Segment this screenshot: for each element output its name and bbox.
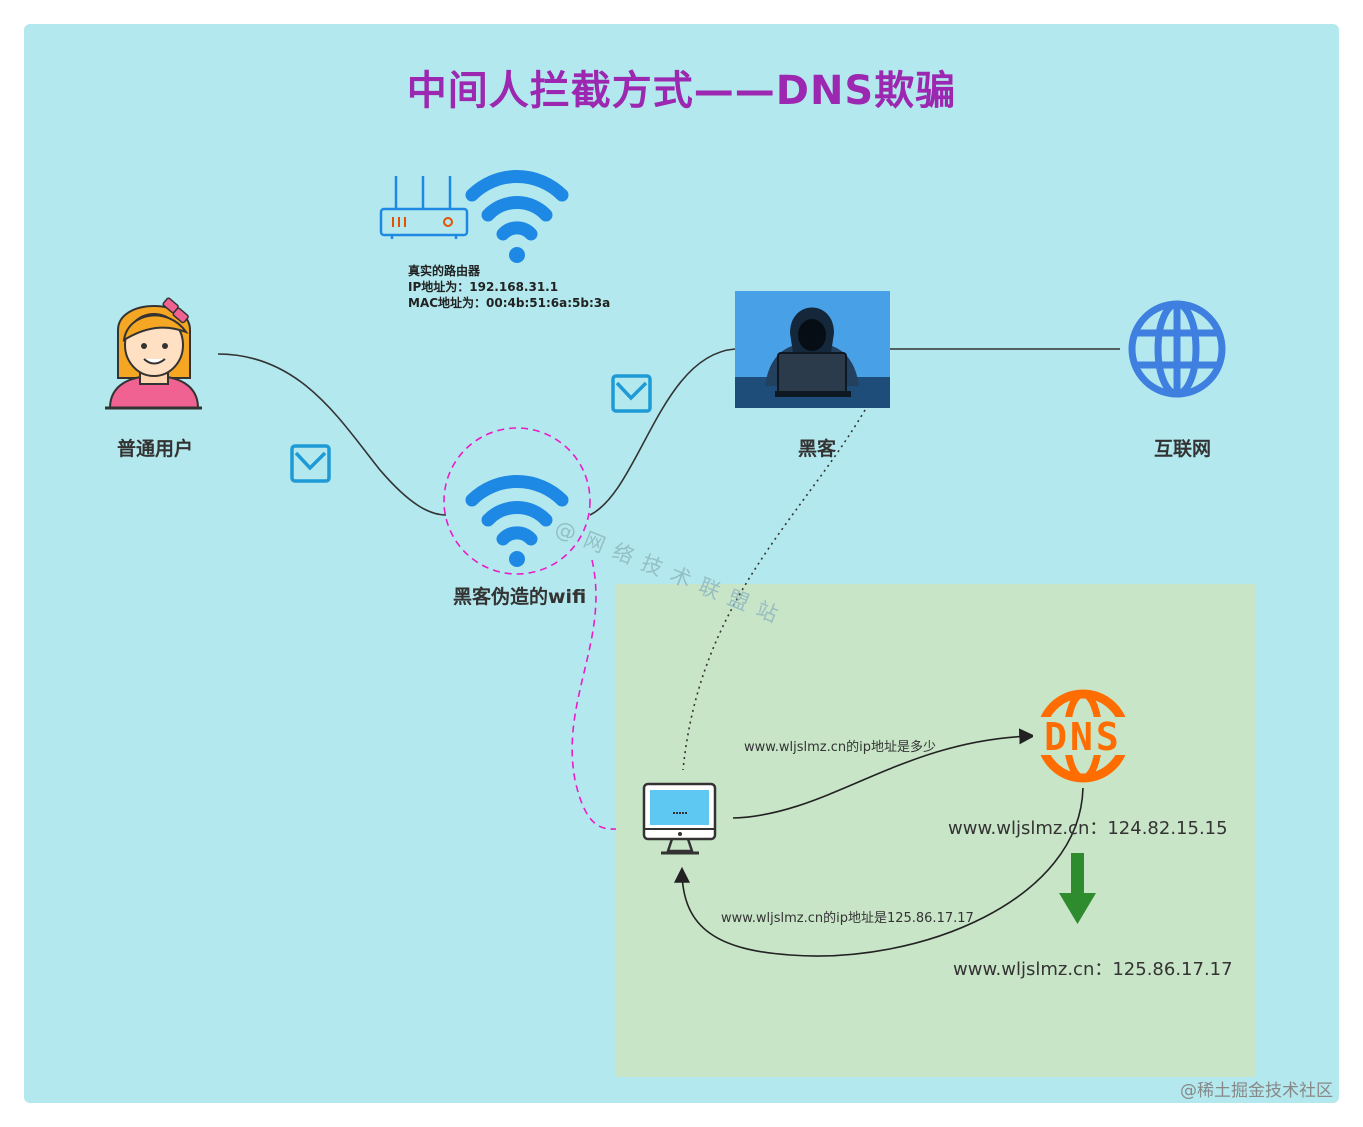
dns-icon: DNS xyxy=(1033,689,1134,783)
real-wifi-icon xyxy=(465,170,569,263)
connector-wifi-to-computer xyxy=(571,559,617,830)
dns-reply-label: www.wljslmz.cn的ip地址是125.86.17.17 xyxy=(721,911,974,926)
dns-query-arrow xyxy=(732,728,1036,819)
dns-query-label: www.wljslmz.cn的ip地址是多少 xyxy=(744,740,936,755)
platform-watermark: @稀土掘金技术社区 xyxy=(1180,1081,1333,1101)
router-info: 真实的路由器 IP地址为：192.168.31.1 MAC地址为：00:4b:5… xyxy=(408,263,610,311)
connector-hacker-to-computer xyxy=(682,409,866,771)
dns-reply-arrow xyxy=(674,787,1084,957)
router-ip: IP地址为：192.168.31.1 xyxy=(408,280,559,294)
fake-wifi-label: 黑客伪造的wifi xyxy=(453,586,587,608)
fake-wifi-highlight xyxy=(443,427,591,575)
mail-icon-right xyxy=(611,374,652,413)
dns-zone xyxy=(616,584,1256,1077)
svg-text:DNS: DNS xyxy=(1044,715,1122,759)
connector-user-to-wifi xyxy=(217,353,447,516)
diagram-title: 中间人拦截方式——DNS欺骗 xyxy=(406,68,957,114)
real-dns-record: www.wljslmz.cn：124.82.15.15 xyxy=(948,818,1228,839)
user-avatar-icon xyxy=(105,297,202,410)
spoofed-dns-record: www.wljslmz.cn：125.86.17.17 xyxy=(953,959,1233,980)
globe-icon xyxy=(1128,300,1226,398)
mail-icon-left xyxy=(290,444,331,483)
router-icon xyxy=(379,176,469,239)
user-label: 普通用户 xyxy=(117,438,194,460)
down-arrow-icon xyxy=(1059,853,1096,924)
fake-wifi-icon xyxy=(465,475,569,567)
hacker-photo xyxy=(735,291,890,408)
router-name: 真实的路由器 xyxy=(408,264,481,278)
connector-wifi-to-hacker xyxy=(589,348,736,516)
internet-label: 互联网 xyxy=(1154,438,1212,460)
hacker-label: 黑客 xyxy=(798,438,837,460)
computer-icon xyxy=(642,782,717,855)
router-mac: MAC地址为：00:4b:51:6a:5b:3a xyxy=(408,296,611,310)
